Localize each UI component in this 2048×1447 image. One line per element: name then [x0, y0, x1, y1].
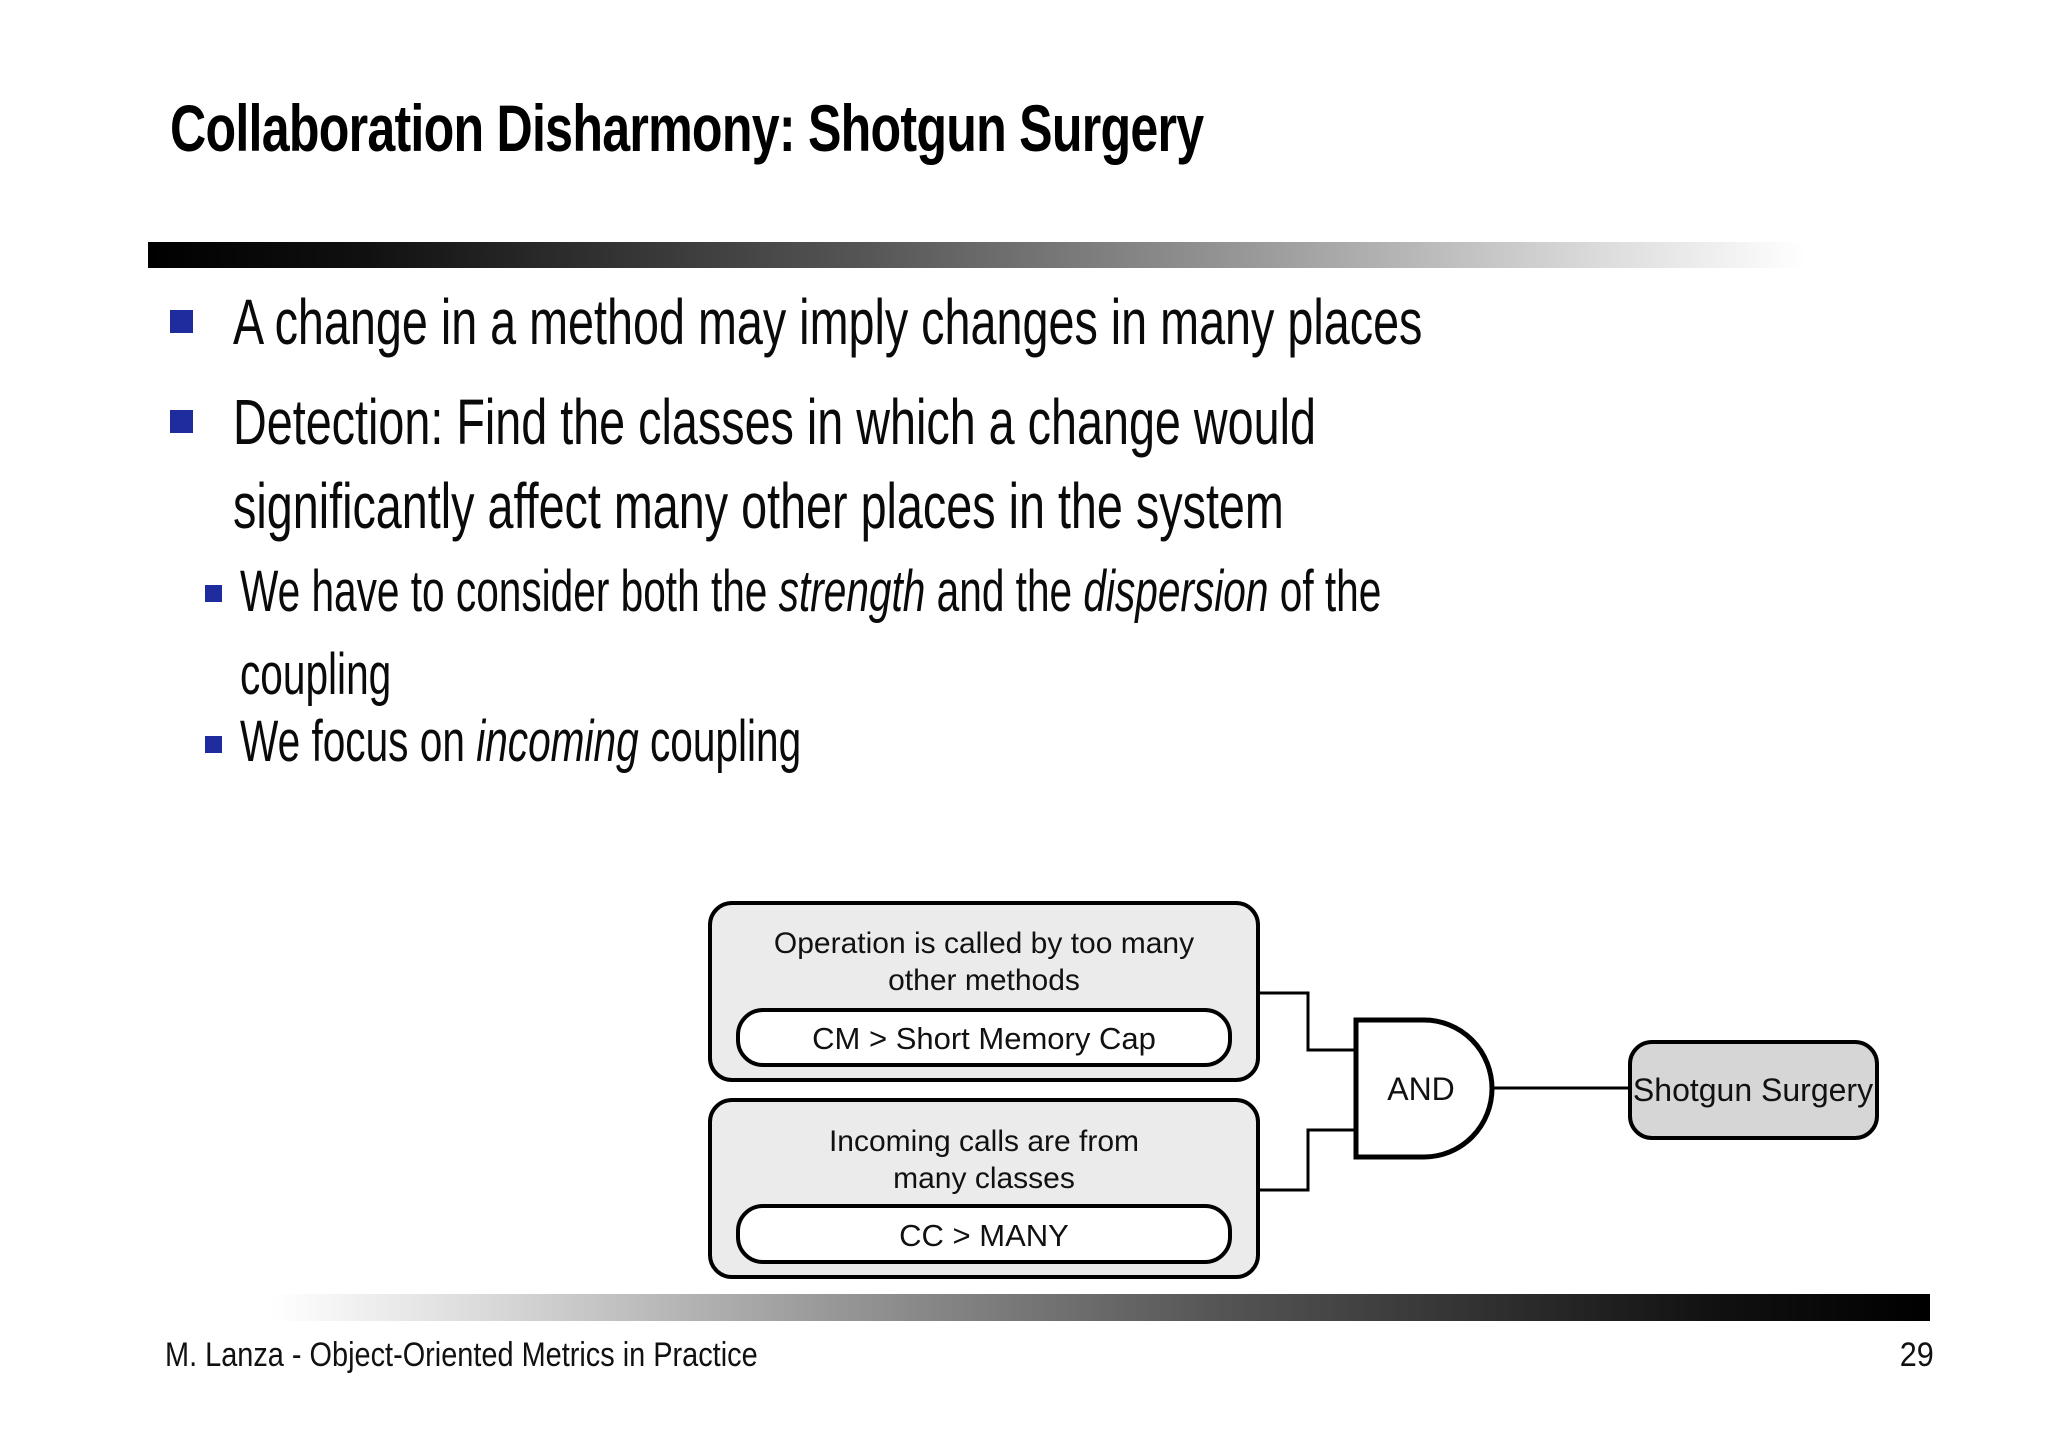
text-run-italic: strength [778, 559, 926, 624]
bottom-condition-label-line1: Incoming calls are from [829, 1125, 1139, 1158]
bullet-line-2: Detection: Find the classes in which a c… [233, 386, 1316, 458]
connector-bottom-box-to-gate [1258, 1128, 1356, 1192]
page-title: Collaboration Disharmony: Shotgun Surger… [170, 91, 1204, 165]
footer-author: M. Lanza - Object-Oriented Metrics in Pr… [165, 1336, 758, 1374]
title-divider-bar [148, 242, 1930, 268]
top-condition-label-line1: Operation is called by too many [774, 927, 1194, 960]
text-run: of the [1268, 559, 1382, 624]
top-condition-label-line2: other methods [888, 964, 1080, 997]
and-gate-label: AND [1387, 1071, 1455, 1107]
bullet-line-1: A change in a method may imply changes i… [233, 286, 1423, 358]
result-box [1628, 1040, 1879, 1140]
text-run: coupling [638, 709, 802, 774]
bottom-condition-metric: CC > MANY [899, 1218, 1069, 1253]
sub-bullet-square [205, 736, 222, 753]
bullet-line-2-wrap: significantly affect many other places i… [233, 470, 1284, 542]
text-run: We focus on [240, 709, 477, 774]
sub-bullet-line-1: We have to consider both the strength an… [240, 560, 1381, 624]
text-run: We have to consider both the [240, 559, 779, 624]
footer-page-number: 29 [1899, 1336, 1934, 1374]
text-run-italic: incoming [476, 709, 639, 774]
bullet-square [170, 310, 193, 333]
text-run-italic: dispersion [1083, 559, 1269, 624]
bullet-square [170, 410, 193, 433]
text-run: and the [925, 559, 1084, 624]
footer-divider-bar [148, 1294, 1930, 1321]
sub-bullet-line-1-wrap: coupling [240, 642, 392, 707]
result-label: Shotgun Surgery [1633, 1072, 1873, 1108]
bottom-condition-label-line2: many classes [893, 1162, 1075, 1195]
top-condition-metric-box [736, 1008, 1232, 1067]
sub-bullet-line-2: We focus on incoming coupling [240, 710, 801, 774]
bottom-condition-metric-box [736, 1204, 1232, 1264]
top-condition-metric: CM > Short Memory Cap [812, 1021, 1156, 1056]
and-gate-icon [1353, 1017, 1495, 1160]
sub-bullet-square [205, 585, 222, 602]
connector-top-box-to-gate [1258, 991, 1356, 1052]
